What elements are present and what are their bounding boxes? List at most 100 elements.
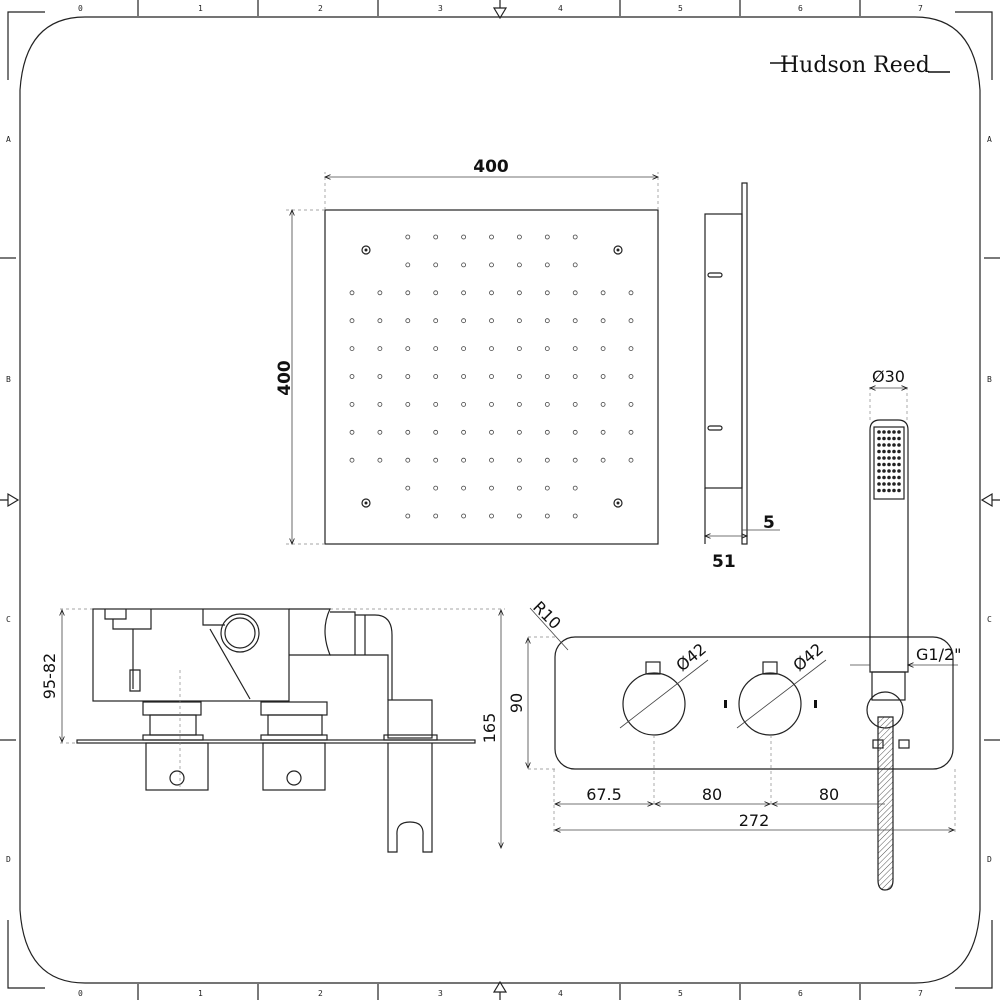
- nozzle: [405, 374, 411, 379]
- spray-hole: [897, 436, 901, 441]
- spacing-dimension: 80: [819, 785, 839, 804]
- spray-hole: [897, 488, 901, 493]
- ruler-label: A: [987, 135, 992, 144]
- valve-knob-1: Ø42: [619, 639, 710, 736]
- ruler-label: C: [987, 615, 992, 624]
- nozzle: [349, 346, 355, 352]
- nozzle: [600, 374, 606, 379]
- nozzle: [517, 374, 522, 379]
- mounting-hole-center: [364, 248, 368, 252]
- nozzle: [489, 457, 494, 463]
- depth-dimension: 95-82: [40, 653, 59, 700]
- spray-hole: [887, 462, 891, 467]
- nozzle: [600, 429, 606, 435]
- nozzle: [433, 485, 439, 491]
- nozzle: [600, 401, 606, 407]
- nozzle: [544, 346, 550, 352]
- ruler-label: 4: [558, 4, 563, 13]
- spray-hole: [892, 482, 896, 486]
- nozzle: [489, 374, 494, 379]
- depth-dimension: 51: [712, 552, 736, 572]
- nozzle: [433, 318, 439, 324]
- nozzle: [572, 346, 578, 352]
- spray-hole: [882, 488, 886, 493]
- knob-diameter: Ø42: [672, 639, 709, 675]
- nozzle: [461, 234, 467, 240]
- nozzle: [628, 401, 634, 407]
- spray-hole: [897, 443, 901, 447]
- spray-hole: [882, 443, 886, 447]
- ruler-label: 6: [798, 4, 803, 13]
- spray-hole: [897, 482, 901, 486]
- spray-hole: [892, 469, 896, 473]
- mounting-hole: [361, 498, 371, 508]
- spray-hole: [892, 462, 896, 467]
- nozzle: [517, 429, 522, 435]
- ruler-label: C: [6, 615, 11, 624]
- nozzle: [461, 485, 467, 491]
- ruler-label: 1: [198, 4, 203, 13]
- nozzle: [433, 374, 439, 379]
- nozzle: [544, 318, 550, 324]
- nozzle: [405, 485, 411, 491]
- shower-head-front-view: 400 400: [275, 157, 658, 544]
- ruler-label: 3: [438, 989, 443, 998]
- spray-hole: [892, 443, 896, 447]
- ruler-label: 3: [438, 4, 443, 13]
- brand-logo: Hudson Reed: [770, 53, 950, 78]
- ruler-label: A: [6, 135, 11, 144]
- ruler-bottom: 0 1 2 3 4 5 6 7: [78, 989, 923, 998]
- height-dimension: 400: [275, 360, 295, 396]
- nozzle: [544, 374, 550, 379]
- spray-hole: [892, 488, 896, 493]
- nozzle: [600, 346, 606, 352]
- mounting-hole-center: [616, 248, 620, 252]
- nozzle: [489, 346, 494, 352]
- nozzle: [461, 429, 467, 435]
- nozzle: [517, 318, 522, 324]
- ruler-label: B: [6, 375, 11, 384]
- nozzle: [572, 374, 578, 379]
- spray-hole: [892, 430, 896, 434]
- nozzle: [405, 346, 411, 352]
- ruler-label: B: [987, 375, 992, 384]
- nozzle: [489, 318, 494, 324]
- handset-diameter: Ø30: [872, 367, 905, 386]
- height-dimension: 90: [507, 693, 526, 713]
- brand-name: Hudson Reed: [780, 53, 930, 78]
- ruler-label: 4: [558, 989, 563, 998]
- nozzle: [489, 401, 494, 407]
- nozzle: [572, 429, 578, 435]
- nozzle: [489, 262, 494, 268]
- spray-hole: [892, 436, 896, 441]
- nozzle: [433, 401, 439, 407]
- spray-hole: [897, 456, 901, 460]
- nozzle: [405, 234, 411, 240]
- knob-diameter: Ø42: [789, 639, 826, 675]
- spray-hole: [877, 430, 881, 434]
- nozzle: [377, 429, 383, 435]
- nozzle: [628, 318, 634, 324]
- nozzle: [433, 429, 439, 435]
- nozzle: [517, 513, 522, 519]
- nozzle: [489, 290, 494, 296]
- nozzle: [461, 457, 467, 463]
- nozzle: [600, 318, 606, 324]
- nozzle: [572, 262, 578, 268]
- nozzle: [489, 429, 494, 435]
- nozzle: [544, 513, 550, 519]
- spray-hole: [892, 449, 896, 454]
- mounting-hole: [361, 245, 371, 255]
- nozzle: [544, 401, 550, 407]
- nozzle: [628, 374, 634, 379]
- nozzle: [433, 346, 439, 352]
- spray-hole: [887, 469, 891, 473]
- spray-hole: [877, 482, 881, 486]
- ruler-label: D: [987, 855, 992, 864]
- nozzle: [349, 318, 355, 324]
- spray-hole: [882, 482, 886, 486]
- nozzle: [628, 290, 634, 296]
- valve-side-view: 95-82 165: [40, 608, 505, 853]
- nozzle: [489, 485, 494, 491]
